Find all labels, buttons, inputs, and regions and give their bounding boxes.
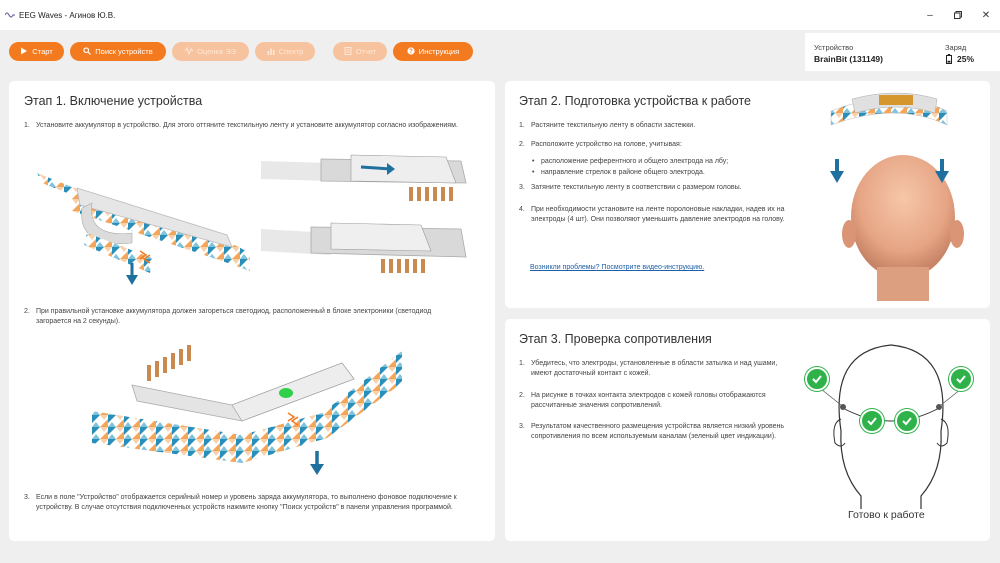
wave-icon — [185, 47, 194, 55]
window-title: EEG Waves - Агинов Ю.В. — [19, 10, 116, 20]
document-icon — [344, 47, 352, 55]
app-logo-icon — [5, 12, 15, 18]
stage2-card: Этап 2. Подготовка устройства к работе 1… — [505, 81, 990, 308]
battery-compartment-open-illustration — [261, 154, 467, 201]
electrode-status-ok-icon — [895, 409, 919, 433]
device-label: Устройство — [814, 43, 854, 52]
report-label: Отчет — [355, 46, 377, 56]
stage1-step-3: 3. Если в поле "Устройство" отображается… — [24, 494, 457, 511]
stage2-step-2: 2. Расположите устройство на голове, учи… — [519, 141, 682, 148]
restore-icon[interactable] — [944, 0, 972, 30]
start-button[interactable]: Старт — [9, 41, 64, 61]
electrode-status-ok-icon — [949, 367, 973, 391]
spectrum-label: Спектр — [278, 46, 304, 56]
toolbar: Старт Поиск устройств Оценка ЭЭ Спектр О… — [0, 30, 800, 72]
stage1-title: Этап 1. Включение устройства — [24, 94, 203, 108]
search-devices-button[interactable]: Поиск устройств — [70, 41, 166, 61]
minimize-icon[interactable]: – — [927, 9, 933, 21]
svg-text:?: ? — [409, 49, 413, 55]
device-status-panel: Устройство BrainBit (131149) Заряд 25% — [805, 33, 1000, 71]
signal-quality-label: Оценка ЭЭ — [197, 46, 236, 56]
stage2-step-4: 4. При необходимости установите на ленте… — [519, 206, 785, 223]
stage3-title: Этап 3. Проверка сопротивления — [519, 332, 712, 346]
instruction-label: Инструкция — [418, 46, 460, 56]
head-back-outline-illustration — [820, 344, 962, 509]
stage2-step-1: 1. Растяните текстильную ленту в области… — [519, 122, 696, 129]
chart-icon — [267, 48, 275, 55]
led-indicator-illustration — [92, 345, 402, 475]
spectrum-button[interactable]: Спектр — [255, 41, 315, 61]
stage1-step-2: 2. При правильной установке аккумулятора… — [24, 308, 432, 325]
battery-compartment-closed-illustration — [261, 222, 467, 273]
head-placement-illustration — [830, 92, 964, 301]
stage2-title: Этап 2. Подготовка устройства к работе — [519, 94, 752, 108]
stage1-card: Этап 1. Включение устройства 1. Установи… — [9, 81, 495, 541]
stage3-step-3: 3. Результатом качественного размещения … — [519, 423, 785, 440]
stage3-card: Этап 3. Проверка сопротивления 1. Убедит… — [505, 319, 990, 541]
title-bar: EEG Waves - Агинов Ю.В. – ✕ — [0, 0, 1000, 30]
electrode-status-ok-icon — [860, 409, 884, 433]
charge-label: Заряд — [945, 43, 967, 52]
stage1-step-1: 1. Установите аккумулятор в устройство. … — [24, 122, 458, 129]
stage2-bullet-1: расположение референтного и общего элект… — [532, 157, 791, 167]
start-button-label: Старт — [32, 46, 53, 56]
electrode-status-ok-icon — [805, 367, 829, 391]
search-devices-label: Поиск устройств — [95, 46, 153, 56]
video-instruction-link[interactable]: Возникли проблемы? Посмотрите видео-инст… — [530, 264, 705, 271]
stage2-bullet-2: направление стрелок в районе общего элек… — [532, 168, 791, 178]
battery-icon — [946, 54, 952, 64]
stage3-step-2: 2. На рисунке в точках контакта электрод… — [519, 392, 766, 409]
stage3-step-1: 1. Убедитесь, что электроды, установленн… — [519, 360, 778, 377]
device-value: BrainBit (131149) — [814, 54, 883, 64]
ready-status-caption: Готово к работе — [848, 509, 925, 521]
signal-quality-button[interactable]: Оценка ЭЭ — [172, 41, 249, 61]
instruction-button[interactable]: ? Инструкция — [393, 41, 473, 61]
play-icon — [21, 47, 28, 55]
close-icon[interactable]: ✕ — [981, 9, 991, 21]
report-button[interactable]: Отчет — [333, 41, 387, 61]
stage2-step-3: 3. Затяните текстильную ленту в соответс… — [519, 184, 742, 191]
battery-insertion-illustration — [37, 173, 250, 285]
help-icon: ? — [407, 47, 415, 55]
search-icon — [83, 47, 92, 55]
charge-value: 25% — [957, 54, 975, 64]
